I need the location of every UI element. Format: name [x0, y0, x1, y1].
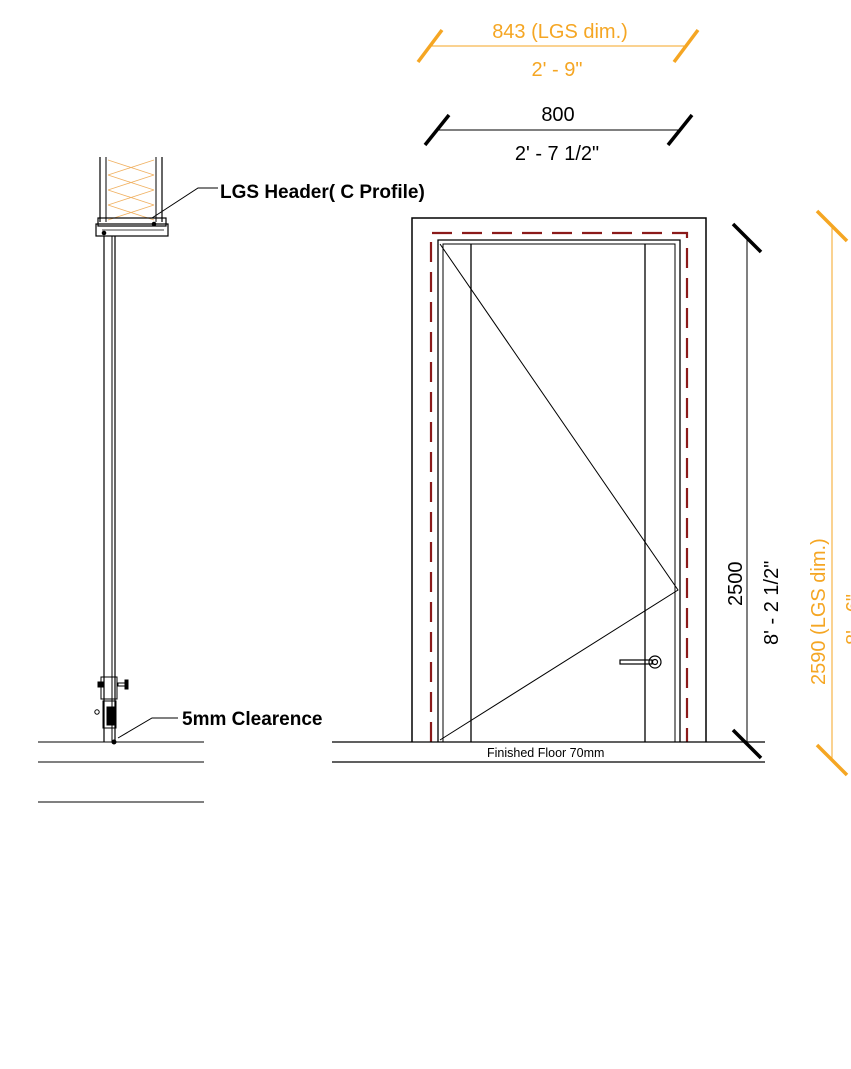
door-section-view [38, 157, 218, 803]
lgs-width-mm: 843 (LGS dim.) [492, 21, 628, 43]
door-elevation [332, 217, 765, 763]
header-leader-line [151, 187, 218, 219]
door-leaf-outline [437, 239, 681, 742]
lgs-frame-hidden-line [429, 231, 689, 742]
insulation-hatch-line [107, 174, 155, 191]
door-height-dimension [731, 222, 763, 760]
insulation-block [99, 157, 163, 222]
door-leaf-inner-line [442, 243, 676, 742]
insulation-hatch-line [107, 159, 155, 176]
door-width-imperial: 2' - 7 1/2" [515, 143, 599, 165]
door-height-mm: 2500 [725, 562, 747, 607]
lgs-height-mm: 2590 (LGS dim.) [808, 538, 830, 685]
lgs-width-dimension [416, 28, 700, 64]
lgs-header-profile [95, 217, 169, 237]
door-handle [619, 655, 662, 669]
lgs-height-imperial: 8' - 6" [843, 594, 851, 645]
outer-door-frame [411, 217, 707, 742]
lock-hardware-section [94, 676, 129, 729]
door-width-dimension [423, 113, 694, 147]
lgs-width-imperial: 2' - 9" [532, 59, 583, 81]
floor-lines-left [38, 741, 204, 803]
door-leaf-section [103, 236, 117, 745]
floor-label: Finished Floor 70mm [487, 746, 604, 760]
clearance-leader-line [117, 717, 178, 739]
header-label: LGS Header( C Profile) [220, 182, 425, 203]
clearance-label: 5mm Clearence [182, 709, 322, 730]
door-swing-lines [439, 243, 679, 741]
door-width-mm: 800 [541, 104, 574, 126]
lgs-height-dimension [815, 209, 849, 777]
insulation-hatch-line [107, 189, 155, 206]
door-height-imperial: 8' - 2 1/2" [761, 561, 783, 645]
